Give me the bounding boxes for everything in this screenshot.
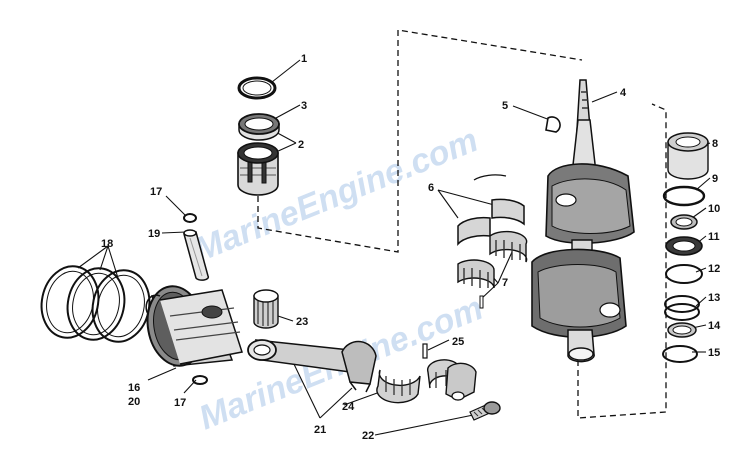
callout-9: 9 xyxy=(712,173,718,185)
callout-17-upper: 17 xyxy=(150,186,162,198)
ring-9 xyxy=(662,185,706,207)
needle-bearing-7 xyxy=(457,230,528,309)
callout-15: 15 xyxy=(708,347,720,359)
callout-22: 22 xyxy=(362,430,374,442)
callout-16: 16 xyxy=(128,382,140,394)
watermark-group: MarineEngine.com MarineEngine.com xyxy=(189,121,489,437)
callout-13: 13 xyxy=(708,292,720,304)
callout-17-lower: 17 xyxy=(174,397,186,409)
connecting-rod-21 xyxy=(247,339,377,393)
callout-21: 21 xyxy=(314,424,326,436)
watermark-upper: MarineEngine.com xyxy=(189,121,484,269)
callout-5: 5 xyxy=(502,100,508,112)
retainer-17-upper xyxy=(183,213,197,223)
callout-12: 12 xyxy=(708,263,720,275)
ring-13 xyxy=(664,295,700,321)
seal-11 xyxy=(665,236,703,256)
callout-18: 18 xyxy=(101,238,113,250)
callout-14: 14 xyxy=(708,320,721,332)
callout-11: 11 xyxy=(708,231,720,243)
rod-cap xyxy=(445,362,477,401)
callout-20: 20 xyxy=(128,396,140,408)
callout-6: 6 xyxy=(428,182,434,194)
callout-10: 10 xyxy=(708,203,720,215)
wrist-pin-19 xyxy=(183,229,210,281)
retainer-17-lower xyxy=(192,375,208,385)
ring-15 xyxy=(662,345,698,363)
callout-2: 2 xyxy=(298,139,304,151)
needle-bearing-23 xyxy=(253,289,279,329)
callout-labels: 1 2 3 4 5 6 7 8 9 10 11 12 13 14 15 16 1… xyxy=(101,53,721,442)
callout-23: 23 xyxy=(296,316,308,328)
piston-16 xyxy=(145,285,243,367)
callout-3: 3 xyxy=(301,100,307,112)
callout-4: 4 xyxy=(620,87,627,99)
ring-12 xyxy=(665,264,703,284)
callout-19: 19 xyxy=(148,228,160,240)
leader-lines xyxy=(77,59,711,436)
piston-ring-1 xyxy=(237,76,277,100)
washer-14 xyxy=(667,322,697,338)
callout-7: 7 xyxy=(502,277,508,289)
washer-10 xyxy=(670,214,698,230)
piston-rings-18 xyxy=(40,265,151,343)
assembly-dashed-lines xyxy=(257,29,667,419)
callout-25: 25 xyxy=(452,336,464,348)
callout-24: 24 xyxy=(342,401,355,413)
callout-1: 1 xyxy=(301,53,307,65)
dowel-25 xyxy=(422,343,428,359)
crankshaft-4 xyxy=(531,79,635,363)
bearing-housing-2 xyxy=(237,142,279,196)
key-5 xyxy=(545,116,561,133)
seal-3 xyxy=(238,113,280,141)
rod-screw-22 xyxy=(469,401,501,421)
bearing-8 xyxy=(667,132,709,180)
callout-8: 8 xyxy=(712,138,718,150)
